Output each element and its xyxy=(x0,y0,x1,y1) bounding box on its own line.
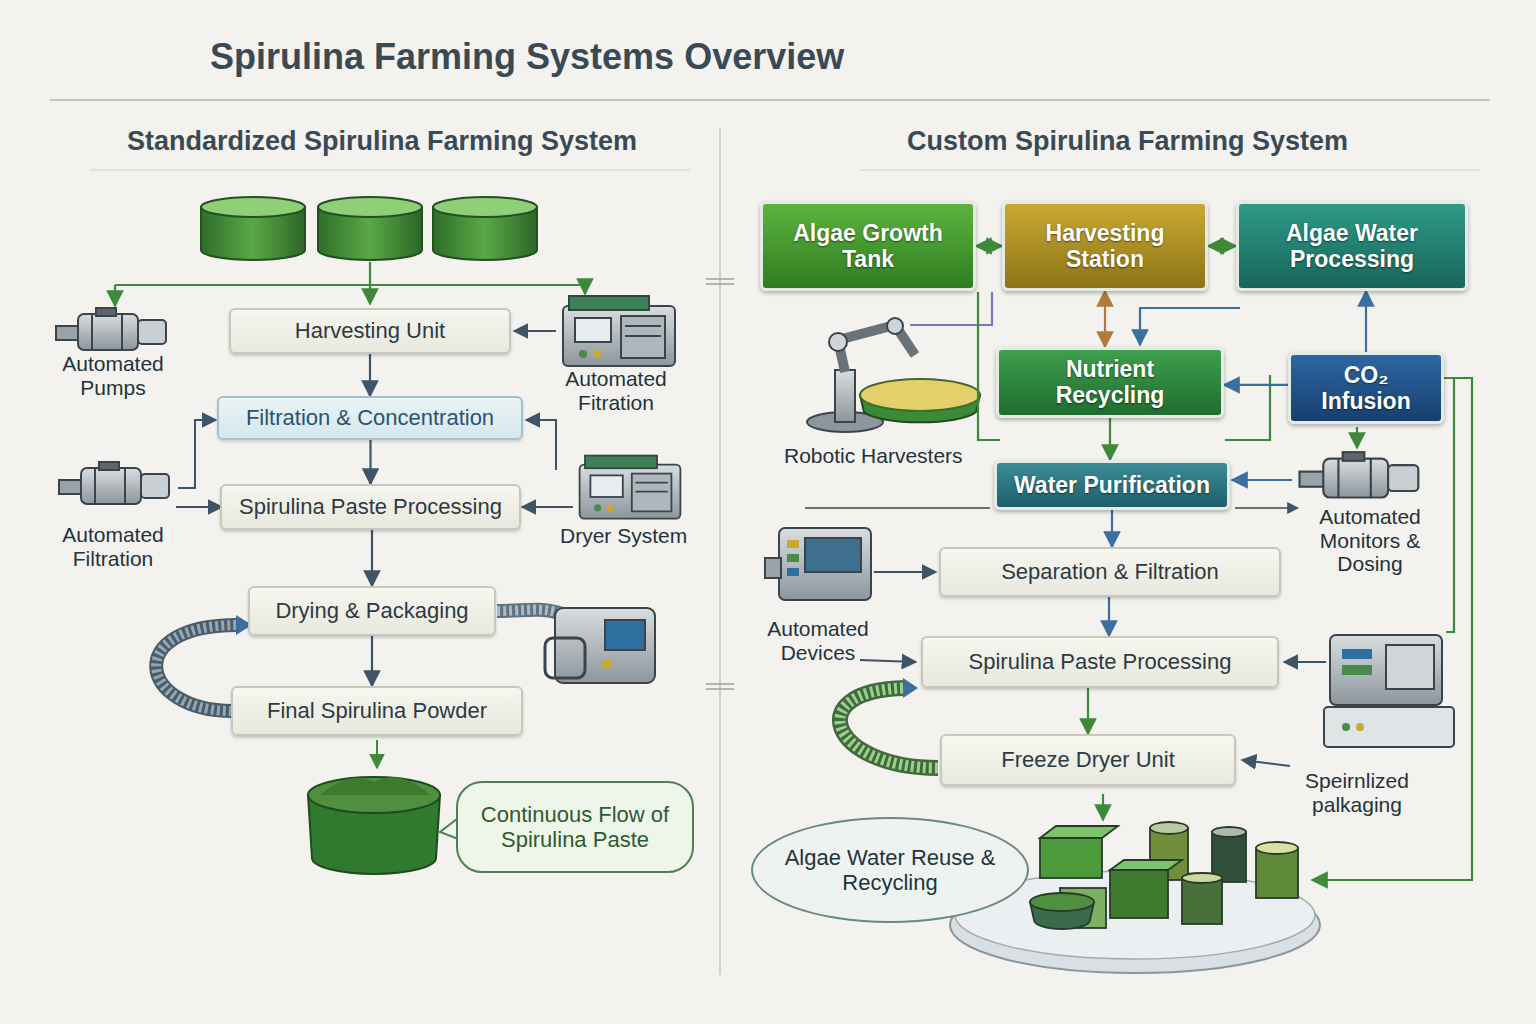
node-text: Spirulina Paste Processing xyxy=(969,649,1232,674)
node-text: Filtration & Concentration xyxy=(246,405,494,430)
node-text: CO₂ Infusion xyxy=(1305,362,1427,415)
callout-bubble: Continuous Flow of Spirulina Paste xyxy=(456,781,694,873)
node-text: Drying & Packaging xyxy=(275,598,468,623)
panel-heading: Standardized Spirulina Farming System xyxy=(127,126,637,156)
node-text: Nutrient Recycling xyxy=(1013,356,1207,409)
equipment-label: Automated Devices xyxy=(753,617,883,664)
node-text: Harvesting Station xyxy=(1019,220,1191,273)
process-box: CO₂ Infusion xyxy=(1288,352,1444,424)
process-box: Drying & Packaging xyxy=(248,586,496,636)
flow-arrow xyxy=(976,245,1002,247)
page-title: Spirulina Farming Systems Overview xyxy=(210,36,844,78)
node-text: Algae Growth Tank xyxy=(777,220,959,273)
flow-arrow xyxy=(1087,688,1089,734)
flow-arrow xyxy=(1109,418,1111,460)
process-box: Spirulina Paste Processing xyxy=(220,484,521,530)
process-box: Water Purification xyxy=(994,460,1230,510)
node-text: Continuous Flow of Spirulina Paste xyxy=(474,802,676,853)
node-text: Final Spirulina Powder xyxy=(267,698,487,723)
equipment-label: Robotic Harvesters xyxy=(784,444,963,468)
tank-box: Algae Growth Tank xyxy=(760,201,976,291)
process-box: Algae Water Processing xyxy=(1236,201,1468,291)
callout-bubble: Algae Water Reuse & Recycling xyxy=(751,817,1029,923)
process-box: Final Spirulina Powder xyxy=(231,686,523,736)
equipment-label: Automated Filtration xyxy=(38,523,188,570)
node-text: Algae Water Reuse & Recycling xyxy=(773,845,1007,896)
flow-arrow xyxy=(371,636,373,686)
equipment-label: Speirnlized palkaging xyxy=(1282,769,1432,816)
flow-arrow xyxy=(369,354,371,396)
equipment-label: Automated Monitors & Dosing xyxy=(1306,505,1434,576)
node-text: Harvesting Unit xyxy=(295,318,445,343)
process-box: Nutrient Recycling xyxy=(996,347,1224,418)
node-text: Freeze Dryer Unit xyxy=(1001,747,1175,772)
flow-arrow xyxy=(1208,245,1236,247)
flow-arrow xyxy=(369,440,371,484)
node-text: Water Purification xyxy=(1014,472,1210,498)
flow-arrow xyxy=(1104,291,1106,347)
node-text: Separation & Filtration xyxy=(1001,559,1219,584)
process-box: Freeze Dryer Unit xyxy=(940,734,1236,786)
flow-arrow xyxy=(1365,291,1367,352)
process-box: Harvesting Unit xyxy=(229,308,511,354)
flow-arrow xyxy=(1108,597,1110,636)
node-text: Algae Water Processing xyxy=(1253,220,1451,273)
node-text: Spirulina Paste Processing xyxy=(239,494,502,519)
equipment-label: Automated Pumps xyxy=(48,352,178,399)
process-box: Spirulina Paste Processing xyxy=(921,636,1279,688)
equipment-label: Automated Fitration xyxy=(541,367,691,414)
panel-heading: Custom Spirulina Farming System xyxy=(907,126,1348,156)
process-box: Filtration & Concentration xyxy=(217,396,523,440)
flow-arrow xyxy=(1111,510,1113,547)
station-box: Harvesting Station xyxy=(1002,201,1208,291)
flow-arrow xyxy=(1224,384,1288,386)
flow-arrow xyxy=(371,530,373,586)
equipment-label: Dryer System xyxy=(560,524,687,548)
process-box: Separation & Filtration xyxy=(939,547,1281,597)
